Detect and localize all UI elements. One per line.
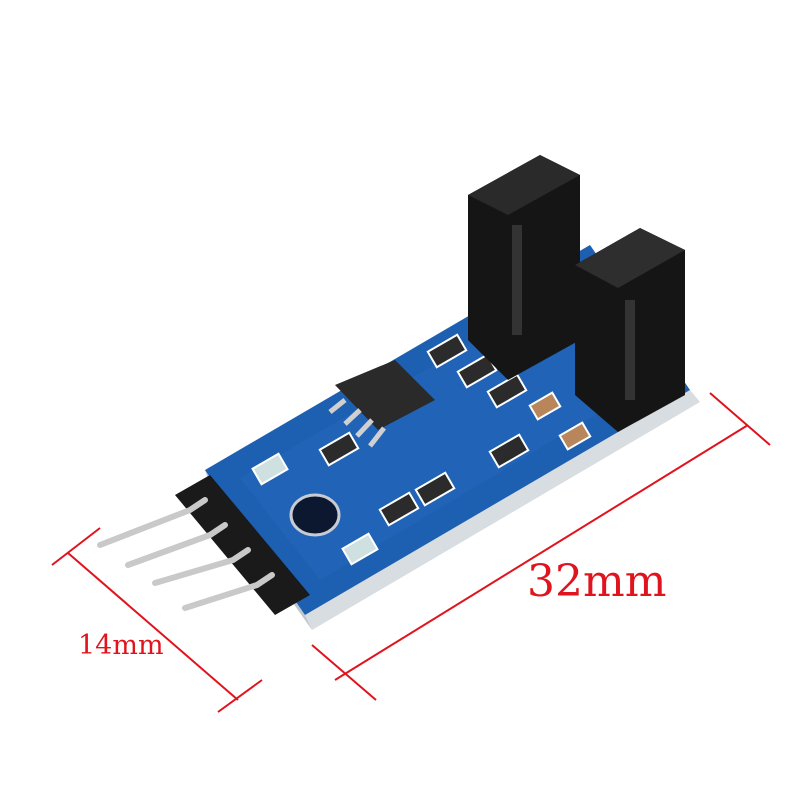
smd-capacitors — [528, 391, 592, 451]
status-leds — [251, 452, 379, 566]
pcb-highlight — [240, 292, 640, 580]
header-pins — [97, 497, 275, 611]
slot-optocoupler — [468, 155, 685, 432]
smd-resistors — [318, 333, 530, 527]
ic-pins — [328, 398, 386, 448]
mounting-hole — [289, 493, 341, 537]
ic-chip — [335, 360, 435, 430]
dimension-lines — [51, 392, 771, 713]
width-dimension-label: 14mm — [78, 630, 164, 661]
pin-header — [175, 475, 310, 615]
length-dimension-label: 32mm — [527, 556, 667, 607]
pcb-edge — [305, 390, 700, 630]
